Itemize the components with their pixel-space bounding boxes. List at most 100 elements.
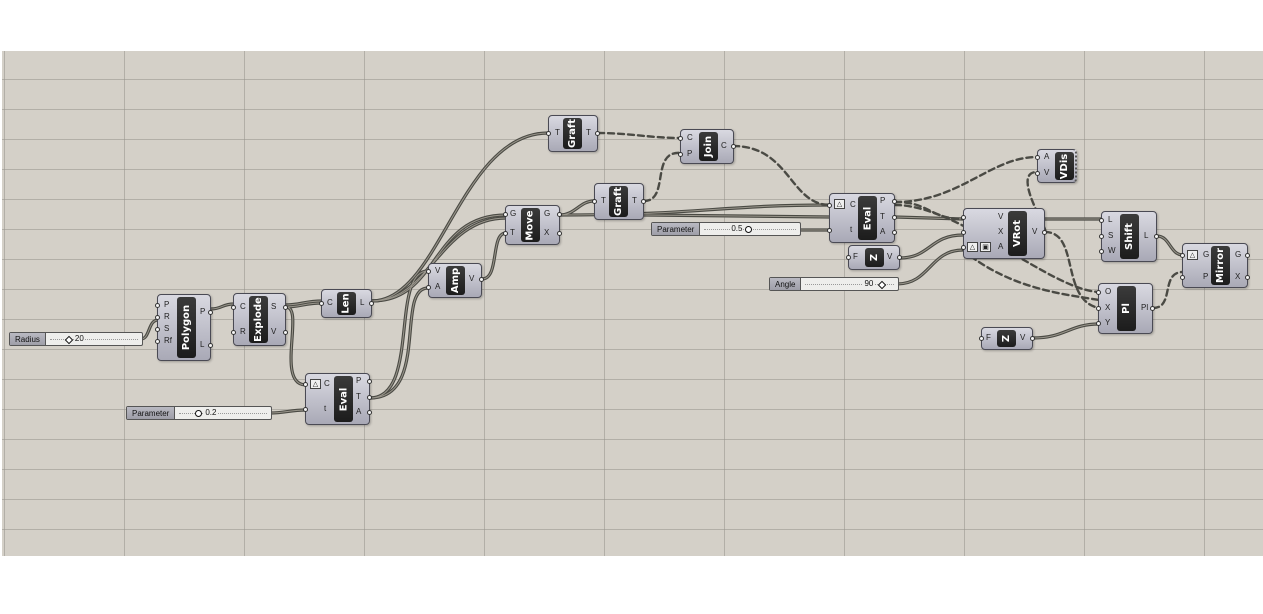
input-grip[interactable]	[1096, 290, 1101, 295]
slider-track[interactable]: 20	[46, 333, 142, 345]
output-grip[interactable]	[1042, 230, 1047, 235]
slider-grip-icon[interactable]	[195, 410, 203, 417]
input-grip[interactable]	[678, 136, 683, 141]
slider-track[interactable]: 0.2	[175, 407, 271, 419]
input-grip[interactable]	[1180, 253, 1185, 258]
output-grip[interactable]	[892, 230, 897, 235]
input-grip[interactable]	[155, 315, 160, 320]
parameter-slider-b[interactable]: Parameter 0.5	[651, 222, 801, 236]
slider-grip-icon[interactable]	[64, 335, 74, 345]
output-grip[interactable]	[479, 277, 484, 282]
output-grip[interactable]	[595, 131, 600, 136]
option-toggle-icon[interactable]: △	[1187, 250, 1198, 260]
input-grip[interactable]	[1180, 275, 1185, 280]
option-toggle-icon[interactable]: △	[310, 379, 321, 389]
input-grip[interactable]	[426, 285, 431, 290]
input-grip[interactable]	[155, 303, 160, 308]
option-toggle-icon[interactable]: △	[967, 242, 978, 252]
output-grip[interactable]	[641, 199, 646, 204]
input-port-label: T	[510, 228, 515, 237]
output-grip[interactable]	[208, 343, 213, 348]
slider-grip-icon[interactable]	[745, 226, 753, 233]
slider-track[interactable]: 90	[801, 278, 898, 290]
input-grip[interactable]	[1096, 321, 1101, 326]
output-grip[interactable]	[367, 379, 372, 384]
input-grip[interactable]	[303, 382, 308, 387]
output-grip[interactable]	[1245, 275, 1250, 280]
output-grip[interactable]	[367, 410, 372, 415]
output-grip[interactable]	[557, 231, 562, 236]
input-grip[interactable]	[319, 301, 324, 306]
output-grip[interactable]	[1154, 234, 1159, 239]
output-grip[interactable]	[367, 395, 372, 400]
radius-slider[interactable]: Radius 20	[9, 332, 143, 346]
input-port-label: t	[850, 225, 853, 234]
input-grip[interactable]	[1099, 234, 1104, 239]
input-grip[interactable]	[1035, 171, 1040, 176]
input-grip[interactable]	[1099, 249, 1104, 254]
input-grip[interactable]	[678, 152, 683, 157]
output-grip[interactable]	[1245, 253, 1250, 258]
input-port-label: P	[164, 300, 170, 309]
output-grip[interactable]	[1150, 306, 1155, 311]
input-grip[interactable]	[503, 212, 508, 217]
node-title-label: Graft	[567, 118, 578, 149]
output-grip[interactable]	[283, 330, 288, 335]
input-grip[interactable]	[231, 305, 236, 310]
input-grip[interactable]	[155, 327, 160, 332]
slider-grip-icon[interactable]	[878, 280, 887, 290]
output-grip[interactable]	[557, 212, 562, 217]
input-port-label: V	[1044, 168, 1050, 177]
input-grip[interactable]	[1096, 306, 1101, 311]
output-grip[interactable]	[283, 305, 288, 310]
input-grip[interactable]	[155, 339, 160, 344]
input-grip[interactable]	[827, 228, 832, 233]
input-grip[interactable]	[1099, 218, 1104, 223]
input-grip[interactable]	[546, 131, 551, 136]
input-grip[interactable]	[592, 199, 597, 204]
output-grip[interactable]	[369, 301, 374, 306]
output-grip[interactable]	[892, 199, 897, 204]
input-grip[interactable]	[846, 255, 851, 260]
output-grip[interactable]	[892, 215, 897, 220]
slider-label: Angle	[770, 278, 802, 290]
input-grip[interactable]	[961, 215, 966, 220]
output-grip[interactable]	[1030, 336, 1035, 341]
output-grip[interactable]	[731, 144, 736, 149]
input-grip[interactable]	[231, 330, 236, 335]
slider-track[interactable]: 0.5	[700, 223, 800, 235]
input-grip[interactable]	[426, 269, 431, 274]
input-grip[interactable]	[303, 407, 308, 412]
output-grip[interactable]	[208, 310, 213, 315]
input-grip[interactable]	[961, 230, 966, 235]
input-grip[interactable]	[827, 203, 832, 208]
output-grip[interactable]	[897, 255, 902, 260]
input-grip[interactable]	[1035, 155, 1040, 160]
slider-value: 0.5	[730, 224, 744, 233]
unit-option-icon[interactable]: ▣	[980, 242, 991, 252]
option-toggle-icon[interactable]: △	[834, 199, 845, 209]
parameter-slider-a[interactable]: Parameter 0.2	[126, 406, 272, 420]
node-title-label: Mirror	[1215, 247, 1227, 284]
input-grip[interactable]	[961, 245, 966, 250]
angle-slider[interactable]: Angle 90	[769, 277, 899, 291]
input-grip[interactable]	[503, 231, 508, 236]
input-grip[interactable]	[979, 336, 984, 341]
